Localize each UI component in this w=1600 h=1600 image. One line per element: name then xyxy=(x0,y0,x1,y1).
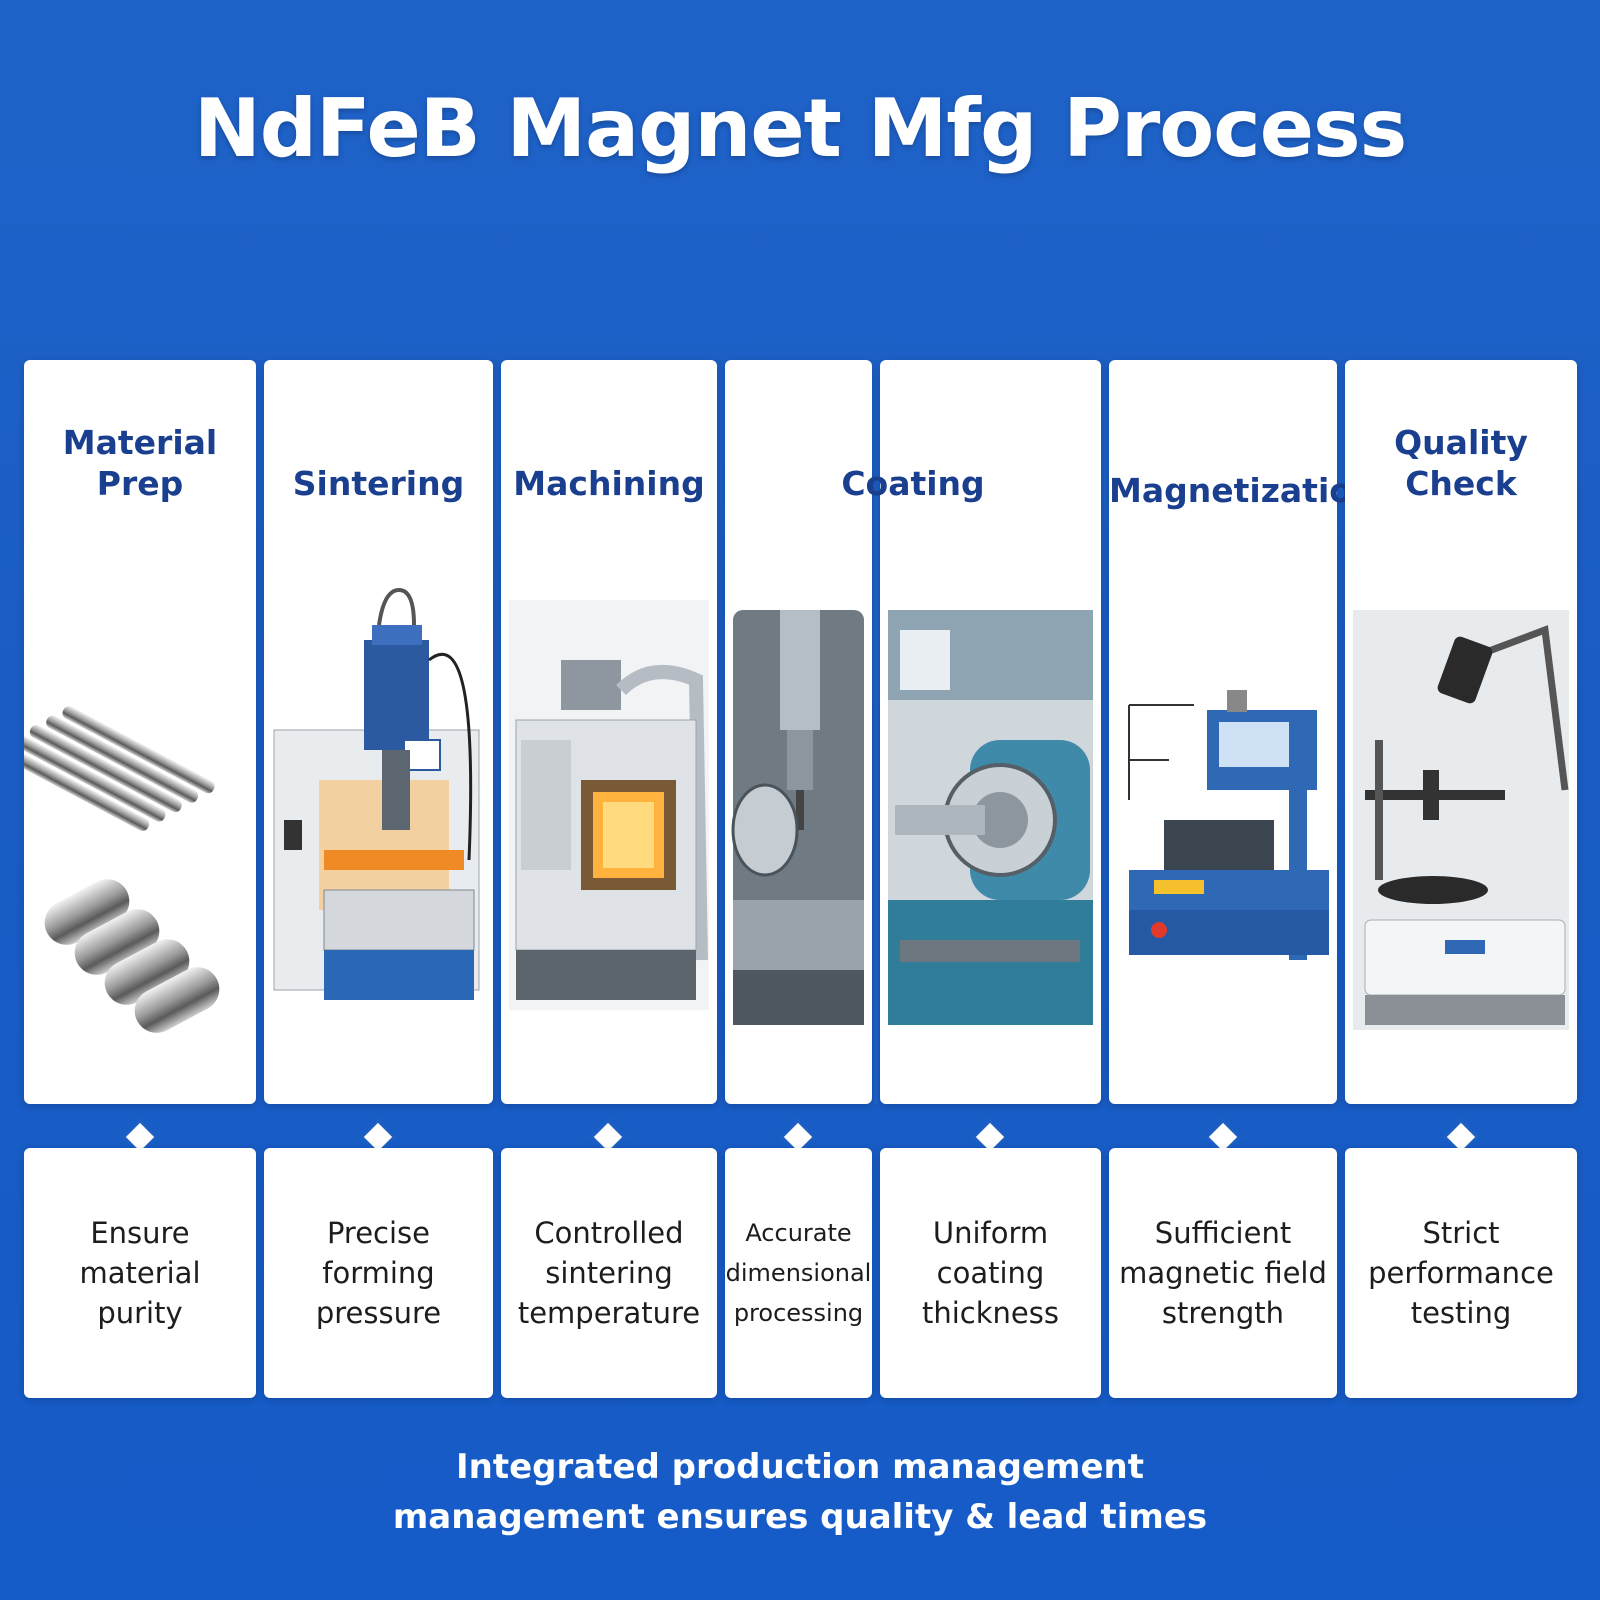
stage-title: Magnetization xyxy=(1109,471,1376,510)
footer-line-1: Integrated production management xyxy=(455,1447,1145,1487)
stage-card-magnetization: Magnetization xyxy=(1109,360,1376,1104)
stage-description-card: Ensure material purity xyxy=(24,1148,256,1398)
stage-title: Quality Check xyxy=(1394,423,1528,503)
coating-column-divider xyxy=(874,492,878,1104)
stage-description-card: Strict performance testing xyxy=(1345,1148,1577,1398)
connector-diamond xyxy=(363,1122,393,1152)
stage-description: Sufficient magnetic field strength xyxy=(1119,1216,1327,1330)
connector-diamond xyxy=(593,1122,623,1152)
connector-diamond xyxy=(975,1122,1005,1152)
stage-description-card: Precise forming pressure xyxy=(264,1148,493,1398)
magnetizer-illustration xyxy=(1128,690,1329,960)
footer-caption: Integrated production management managem… xyxy=(0,1442,1600,1542)
stage-card-sintering: Sintering xyxy=(264,360,493,1104)
stage-description-card: Sufficient magnetic field strength xyxy=(1109,1148,1337,1398)
stage-title: Sintering xyxy=(292,464,465,503)
testing-instrument-illustration xyxy=(1353,610,1569,1030)
stage-card-material-prep: Material Prep xyxy=(24,360,256,1104)
stage-description: Strict performance testing xyxy=(1368,1216,1554,1330)
stage-card-machining: Machining xyxy=(501,360,717,1104)
stage-description-card: Controlled sintering temperature xyxy=(501,1148,717,1398)
footer-line-2: management ensures quality & lead times xyxy=(392,1497,1208,1537)
connector-diamond xyxy=(1208,1122,1238,1152)
page-title: NdFeB Magnet Mfg Process xyxy=(193,82,1407,175)
stage-description: Ensure material purity xyxy=(79,1216,201,1330)
stage-card-coating-right xyxy=(880,360,1101,1104)
cnc-spindle-illustration xyxy=(731,610,864,1025)
stage-card-quality-check: Quality Check xyxy=(1345,360,1577,1104)
connector-diamond xyxy=(783,1122,813,1152)
stage-title: Material Prep xyxy=(62,423,218,503)
stage-card-coating xyxy=(725,360,872,1104)
metal-rods-illustration xyxy=(24,706,220,1033)
stage-description: Accurate dimensional processing xyxy=(725,1219,872,1327)
connector-diamond xyxy=(125,1122,155,1152)
stage-description-card: Accurate dimensional processing xyxy=(725,1148,872,1398)
stage-description: Uniform coating thickness xyxy=(922,1216,1059,1330)
stage-title-coating: Coating xyxy=(841,464,985,503)
stage-description-card: Uniform coating thickness xyxy=(880,1148,1101,1398)
connector-diamond xyxy=(1446,1122,1476,1152)
hydraulic-press-illustration xyxy=(273,587,480,1000)
stage-description: Controlled sintering temperature xyxy=(517,1216,701,1330)
furnace-illustration xyxy=(509,600,709,1010)
lathe-illustration xyxy=(888,610,1093,1025)
stage-description: Precise forming pressure xyxy=(315,1216,442,1330)
stage-title: Machining xyxy=(513,464,705,503)
